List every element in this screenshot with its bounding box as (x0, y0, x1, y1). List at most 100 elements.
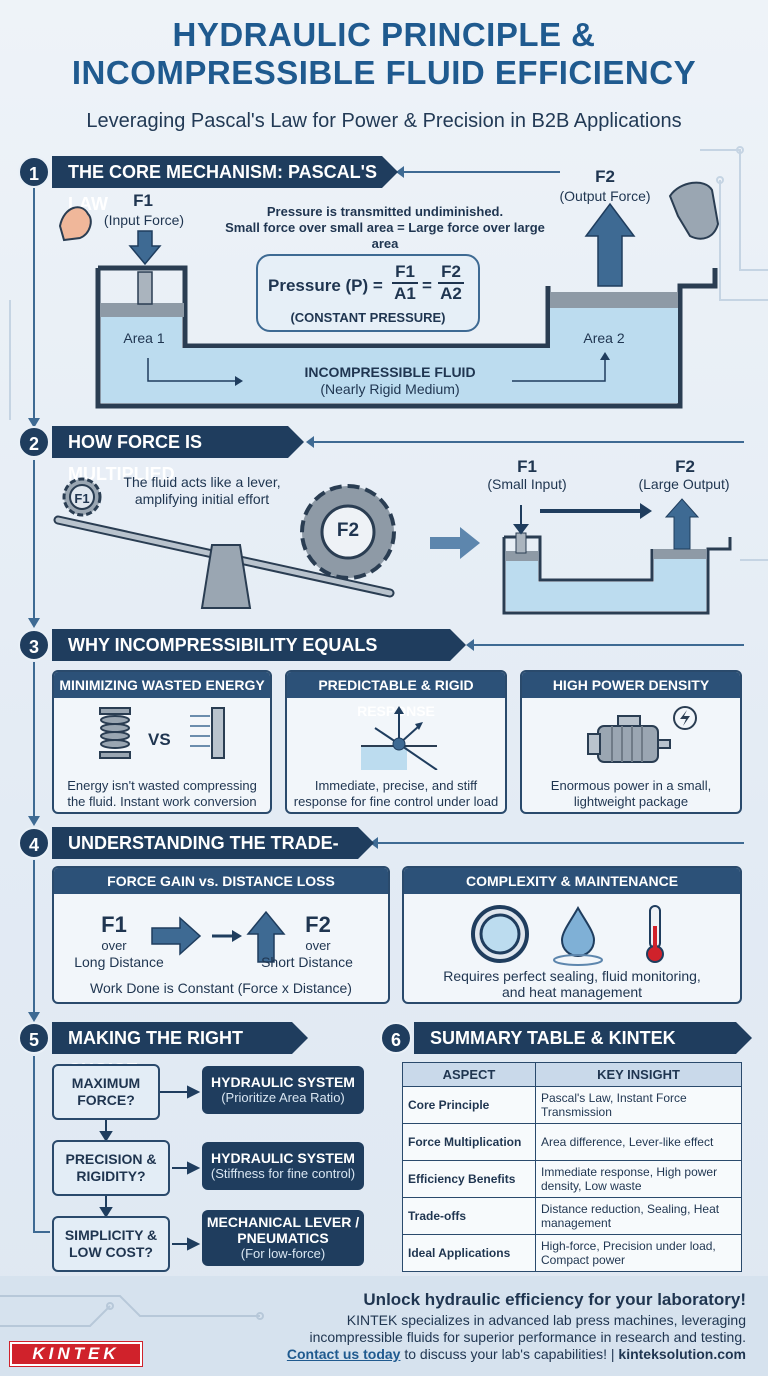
thermometer-icon (646, 905, 664, 963)
section2-f1-label: F1 (517, 457, 537, 476)
lever-text-line-2: amplifying initial effort (134, 491, 270, 507)
website-link[interactable]: kinteksolution.com (618, 1346, 746, 1362)
question-line-1: PRECISION & (65, 1151, 157, 1167)
electric-motor-icon (587, 706, 697, 763)
summary-col-insight: KEY INSIGHT (535, 1062, 742, 1087)
question-simplicity-low-cost: SIMPLICITY &LOW COST? (52, 1216, 170, 1272)
answer-subtitle: (For low-force) (240, 1246, 326, 1261)
robot-arm-icon (668, 181, 720, 240)
answer-title-line-1: MECHANICAL LEVER / (206, 1214, 360, 1230)
contact-link[interactable]: Contact us today (286, 1346, 401, 1362)
footer-line-2: incompressible fluids for superior perfo… (309, 1329, 746, 1345)
card-description: Immediate, precise, and stiff response f… (287, 778, 505, 810)
question-line-2: RIGIDITY? (76, 1168, 146, 1184)
row-aspect: Trade-offs (402, 1197, 536, 1235)
row-insight: Immediate response, High power density, … (535, 1160, 742, 1198)
pressure-formula-box: Pressure (P) = F1 A1 = F2 A2 (CONSTANT P… (256, 254, 480, 332)
section-5-number: 5 (18, 1022, 50, 1054)
pascal-note: Pressure is transmitted undiminished. Sm… (210, 204, 560, 252)
section-1-header: THE CORE MECHANISM: PASCAL'S LAW (52, 156, 398, 214)
answer-subtitle: (Prioritize Area Ratio) (221, 1090, 345, 1105)
trade-f1-over: over (101, 938, 127, 953)
card-line-2: response for fine control under load (293, 794, 499, 809)
summary-col-aspect: ASPECT (402, 1062, 536, 1087)
answer-subtitle: (Stiffness for fine control) (210, 1166, 356, 1181)
title-line-2: INCOMPRESSIBLE FLUID EFFICIENCY (71, 54, 697, 91)
row-insight: High-force, Precision under load, Compac… (535, 1234, 742, 1272)
footer-line-1: KINTEK specializes in advanced lab press… (346, 1312, 746, 1328)
card-line-2: and heat management (501, 984, 643, 1000)
trade-f2-distance: Short Distance (261, 954, 353, 970)
f1-label: F1 (133, 191, 153, 210)
row-aspect: Ideal Applications (402, 1234, 536, 1272)
card-line-2: lightweight package (573, 794, 689, 809)
page-title: HYDRAULIC PRINCIPLE & INCOMPRESSIBLE FLU… (0, 16, 768, 92)
formula-denominator-2: A2 (440, 284, 462, 303)
answer-hydraulic-area-ratio: HYDRAULIC SYSTEM (Prioritize Area Ratio) (202, 1066, 364, 1114)
answer-title: HYDRAULIC SYSTEM (211, 1074, 355, 1090)
footer-body: KINTEK specializes in advanced lab press… (180, 1312, 746, 1363)
pascal-note-line-2: Small force over small area = Large forc… (225, 220, 545, 251)
card-title: PREDICTABLE & RIGID RESPONSE (287, 672, 505, 719)
formula-denominator-1: A1 (394, 284, 416, 303)
card-description: Energy isn't wasted compressing the flui… (54, 778, 270, 810)
card-description: Enormous power in a small, lightweight p… (522, 778, 740, 810)
question-line-2: FORCE? (77, 1092, 135, 1108)
section-3-number: 3 (18, 629, 50, 661)
area-1-label: Area 1 (123, 330, 165, 346)
large-gear-icon (300, 484, 396, 580)
section2-f2-sub: (Large Output) (638, 476, 730, 492)
card-description: Requires perfect sealing, fluid monitori… (404, 968, 740, 1000)
answer-mechanical-pneumatics: MECHANICAL LEVER / PNEUMATICS (For low-f… (202, 1210, 364, 1266)
decision-flow-arrows (99, 1085, 201, 1251)
footer-headline: Unlock hydraulic efficiency for your lab… (363, 1290, 746, 1309)
fluid-subtitle: (Nearly Rigid Medium) (320, 381, 460, 397)
card-line-1: Energy isn't wasted compressing (67, 778, 257, 793)
maintenance-icons (471, 905, 664, 966)
lever-text-line-1: The fluid acts like a lever, (123, 474, 281, 490)
card-line-1: Enormous power in a small, (550, 778, 712, 793)
section-2-number: 2 (18, 426, 50, 458)
answer-hydraulic-stiffness: HYDRAULIC SYSTEM (Stiffness for fine con… (202, 1142, 364, 1190)
card-minimizing-wasted-energy: MINIMIZING WASTED ENERGY VS Energy isn't… (52, 670, 272, 814)
section2-f2-label: F2 (675, 457, 695, 476)
fluid-drop-icon (553, 905, 603, 966)
row-aspect: Force Multiplication (402, 1123, 536, 1161)
lever-text: The fluid acts like a lever, amplifying … (112, 474, 292, 508)
trade-f2-label: F2 (305, 912, 331, 937)
pascal-press-diagram (58, 181, 720, 409)
flexed-arm-icon (58, 206, 92, 242)
row-aspect: Core Principle (402, 1086, 536, 1124)
spring-vs-block-icon (99, 707, 225, 759)
row-insight: Distance reduction, Sealing, Heat manage… (535, 1197, 742, 1235)
small-gear-icon (62, 477, 102, 517)
section2-f1-sub: (Small Input) (487, 476, 567, 492)
f2-sub-label: (Output Force) (559, 188, 651, 204)
lever-diagram (53, 477, 732, 615)
vs-label: VS (148, 730, 171, 749)
section-3-header: WHY INCOMPRESSIBILITY EQUALS EFFICIENCY (52, 629, 466, 687)
pascal-note-line-1: Pressure is transmitted undiminished. (266, 204, 504, 219)
fluid-label: INCOMPRESSIBLE FLUID (Nearly Rigid Mediu… (250, 364, 530, 398)
trade-f1-label: F1 (101, 912, 127, 937)
trade-f2-over: over (305, 938, 331, 953)
formula-numerator-2: F2 (438, 262, 464, 284)
question-line-1: MAXIMUM (71, 1075, 141, 1091)
card-title: FORCE GAIN vs. DISTANCE LOSS (54, 868, 388, 894)
card-line-1: Requires perfect sealing, fluid monitori… (443, 968, 701, 984)
question-precision-rigidity: PRECISION &RIGIDITY? (52, 1140, 170, 1196)
fluid-title: INCOMPRESSIBLE FLUID (304, 364, 476, 380)
large-gear-label: F2 (336, 520, 360, 541)
answer-title: HYDRAULIC SYSTEM (211, 1150, 355, 1166)
section-6-number: 6 (380, 1022, 412, 1054)
section-6-header: SUMMARY TABLE & KINTEK SOLUTIONS (414, 1022, 752, 1080)
footer-line-3-text: to discuss your lab's capabilities! | (400, 1346, 619, 1362)
